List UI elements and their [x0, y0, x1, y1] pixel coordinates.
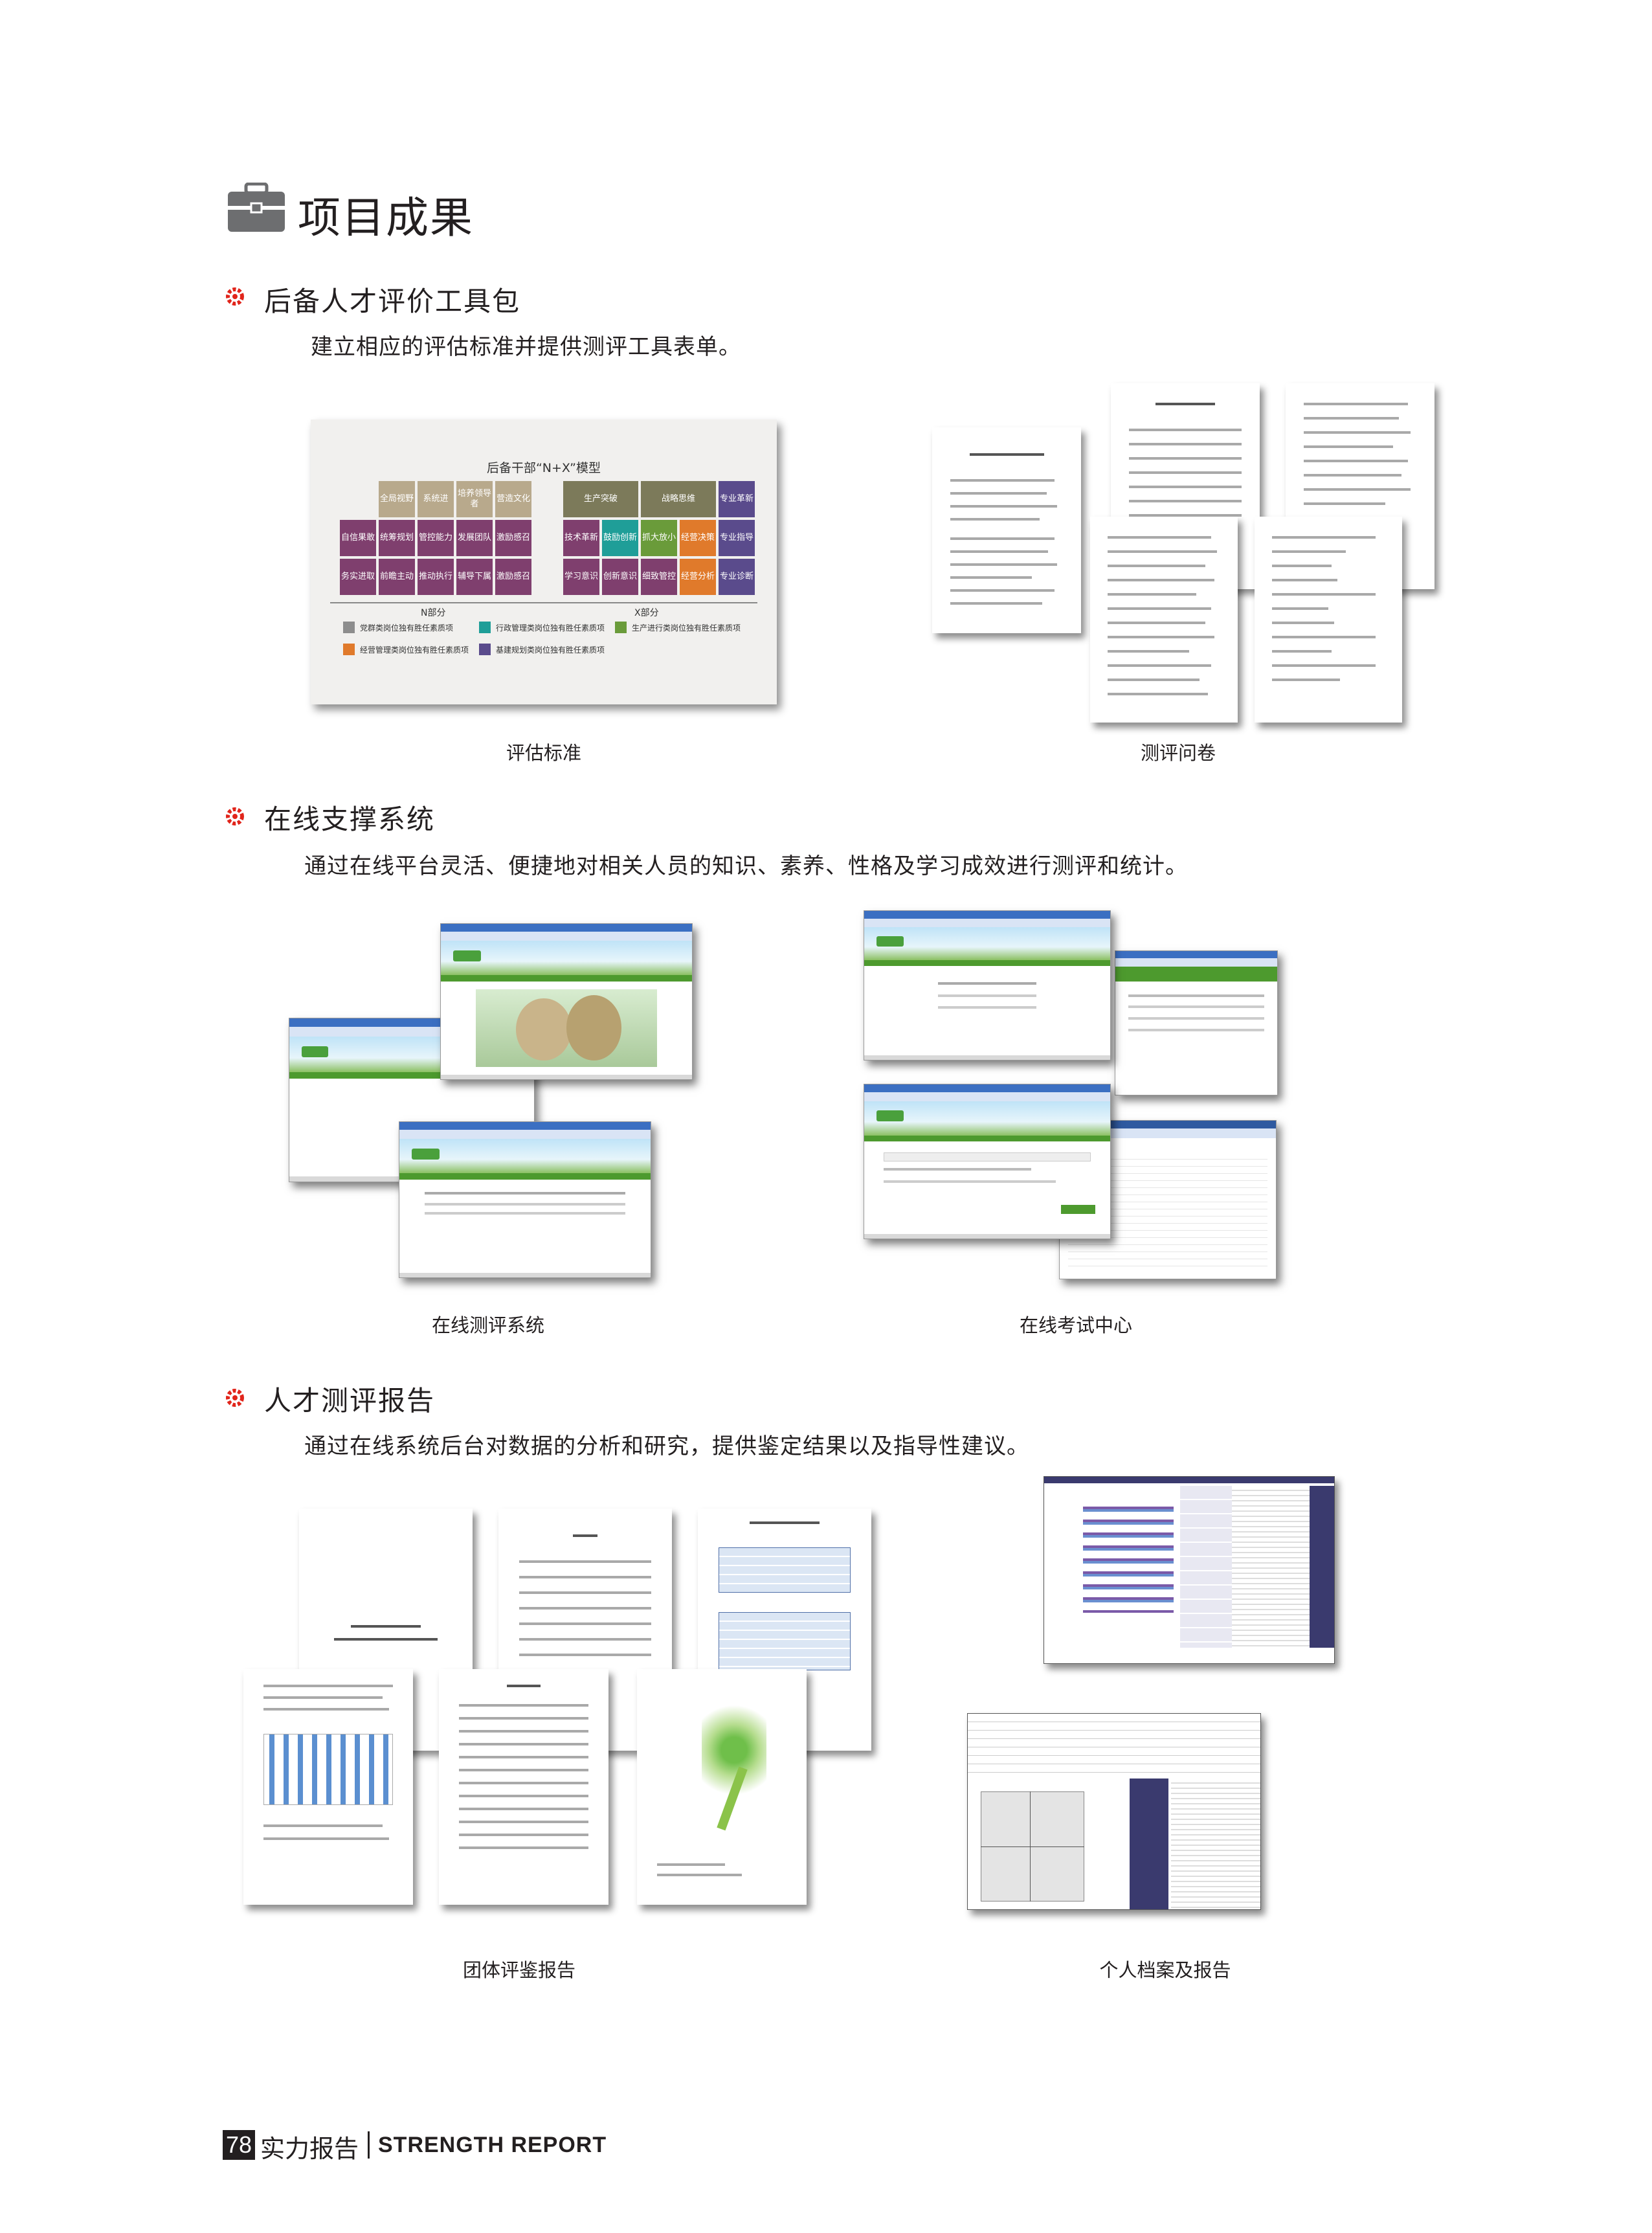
model-cell: 务实进取 [340, 559, 376, 595]
legend-swatch [343, 622, 355, 633]
questionnaire-page [932, 427, 1081, 633]
model-title: 后备干部“N+X”模型 [486, 461, 601, 475]
online-exam-screenshot [864, 1084, 1111, 1239]
legend-label: 党群类岗位独有胜任素质项 [360, 623, 454, 633]
model-cell: 激励感召 [495, 559, 531, 595]
legend-label: 生产进行类岗位独有胜任素质项 [632, 623, 741, 633]
caption-group-report: 团体评鉴报告 [462, 1959, 575, 1981]
page-title: 项目成果 [298, 193, 474, 243]
model-cell: 细致管控 [641, 559, 677, 595]
questionnaire-page [1255, 517, 1402, 723]
model-cell: 技术革新 [563, 520, 599, 556]
model-cell: 抓大放小 [641, 520, 677, 556]
model-cell: 营造文化 [495, 481, 531, 517]
model-cell: 全局视野 [379, 481, 415, 517]
model-cell: 专业诊断 [719, 559, 755, 595]
model-cell: 专业指导 [719, 520, 755, 556]
footer-label-en: STRENGTH REPORT [378, 2133, 607, 2157]
online-assessment-screenshot [440, 923, 693, 1080]
legend-label: 基建规划类岗位独有胜任素质项 [496, 645, 605, 655]
model-cell: 系统进 [418, 481, 454, 517]
footer-separator [368, 2131, 370, 2159]
section-desc-toolkit: 建立相应的评估标准并提供测评工具表单。 [311, 334, 741, 360]
model-cell: 推动执行 [418, 559, 454, 595]
group-report-chart-page [243, 1669, 413, 1905]
nx-model-figure: 后备干部“N+X”模型 全局视野 系统进 培养领导者 营造文化 生产突破 战略思… [311, 420, 777, 704]
page-number: 78 [223, 2130, 255, 2160]
legend-label: 经营管理类岗位独有胜任素质项 [360, 645, 469, 655]
section-desc-report: 通过在线系统后台对数据的分析和研究，提供鉴定结果以及指导性建议。 [304, 1433, 1029, 1459]
legend-swatch [479, 644, 491, 655]
section-title-report: 人才测评报告 [264, 1385, 436, 1417]
legend-label: 行政管理类岗位独有胜任素质项 [496, 623, 605, 633]
legend-swatch [479, 622, 491, 633]
model-cell: 创新意识 [602, 559, 638, 595]
model-cell: 经营分析 [680, 559, 716, 595]
group-report-back-cover [637, 1669, 807, 1905]
model-cell: 学习意识 [563, 559, 599, 595]
gear-bullet-icon [226, 807, 244, 825]
briefcase-icon [228, 183, 285, 232]
model-cell: 管控能力 [418, 520, 454, 556]
model-cell: 激励感召 [495, 520, 531, 556]
questionnaire-page [1090, 517, 1238, 723]
x-part-label: X部分 [634, 608, 659, 618]
model-cell: 发展团队 [456, 520, 493, 556]
legend-swatch [615, 622, 627, 633]
caption-personal-report: 个人档案及报告 [1099, 1959, 1231, 1981]
model-cell: 前瞻主动 [379, 559, 415, 595]
model-divider [330, 602, 757, 603]
n-part-label: N部分 [421, 608, 446, 618]
section-title-toolkit: 后备人才评价工具包 [264, 286, 521, 317]
model-cell: 自信果敢 [340, 520, 376, 556]
model-cell: 辅导下属 [456, 559, 493, 595]
online-exam-screenshot [1115, 950, 1278, 1095]
caption-questionnaire: 测评问卷 [1140, 742, 1216, 764]
online-exam-screenshot [864, 910, 1111, 1060]
footer-label: 实力报告 [260, 2136, 359, 2163]
personal-report-profile [967, 1713, 1261, 1910]
model-cell: 统筹规划 [379, 520, 415, 556]
caption-online-exam: 在线考试中心 [1019, 1314, 1132, 1336]
gear-bullet-icon [226, 287, 244, 306]
model-cell: 鼓励创新 [602, 520, 638, 556]
model-cell: 生产突破 [563, 481, 638, 517]
legend-swatch [343, 644, 355, 655]
model-cell: 战略思维 [641, 481, 716, 517]
caption-online-assessment: 在线测评系统 [431, 1314, 544, 1336]
section-desc-online-system: 通过在线平台灵活、便捷地对相关人员的知识、素养、性格及学习成效进行测评和统计。 [304, 853, 1188, 879]
online-assessment-screenshot [399, 1121, 651, 1278]
personal-report-chart [1044, 1476, 1335, 1664]
model-cell: 专业革新 [719, 481, 755, 517]
model-cell: 培养领导者 [456, 481, 493, 517]
caption-evaluation-standard: 评估标准 [506, 742, 581, 764]
model-cell: 经营决策 [680, 520, 716, 556]
gear-bullet-icon [226, 1389, 244, 1407]
section-title-online-system: 在线支撑系统 [264, 803, 436, 835]
group-report-text-page [439, 1669, 608, 1905]
